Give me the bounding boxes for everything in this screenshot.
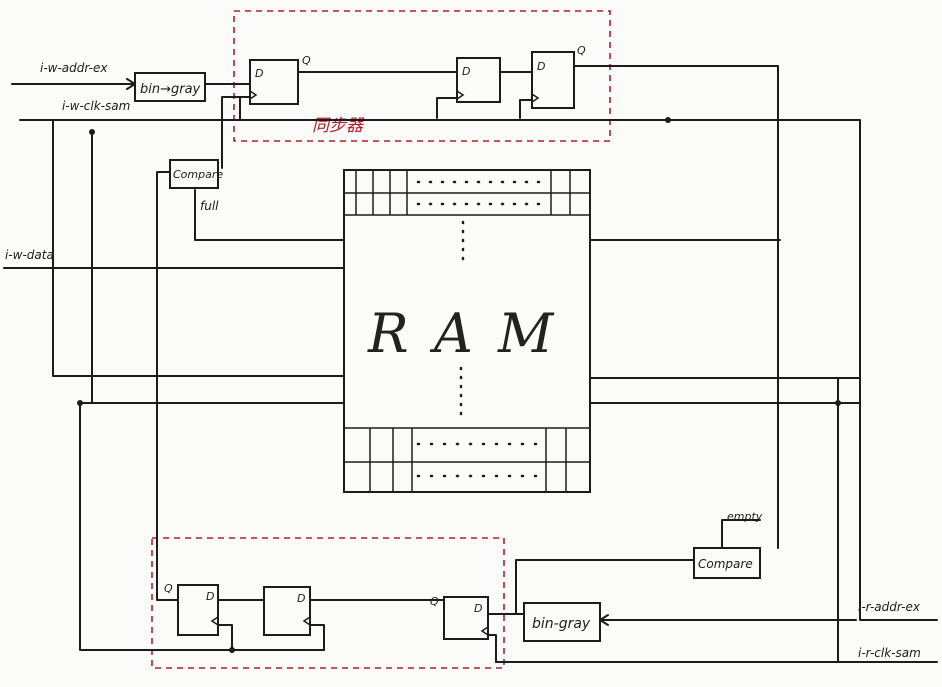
svg-text:D: D	[206, 590, 214, 603]
w-addr-label: i-w-addr-ex	[40, 61, 108, 75]
empty-flag: empty	[727, 510, 763, 523]
w-clk-label: i-w-clk-sam	[62, 99, 130, 113]
svg-text:D: D	[537, 60, 545, 73]
compare-bottom-block: Compare	[693, 547, 761, 579]
bottom-synchronizer-box	[151, 537, 505, 669]
bin-gray-top-block: bin→gray	[134, 72, 206, 102]
svg-text:Compare: Compare	[173, 168, 223, 181]
bottom-ff-3: D Q	[430, 595, 489, 640]
r-addr-label: i-r-addr-ex	[858, 600, 921, 614]
bottom-ff-2: D	[263, 586, 311, 636]
top-ff-3: D Q	[531, 44, 586, 109]
bin-gray-bottom-block: bin-gray	[523, 602, 601, 642]
svg-text:Q: Q	[302, 54, 311, 67]
bottom-ff-1: D Q	[164, 582, 219, 636]
svg-text:bin-gray: bin-gray	[532, 616, 591, 632]
ram-block: R A M	[343, 169, 591, 493]
svg-text:Q: Q	[430, 595, 439, 608]
svg-text:Compare: Compare	[698, 557, 753, 571]
svg-text:D: D	[297, 592, 305, 605]
r-clk-label: i-r-clk-sam	[858, 646, 921, 660]
top-synchronizer-box	[233, 10, 611, 142]
top-ff-1: D Q	[249, 54, 311, 105]
svg-text:Q: Q	[577, 44, 586, 57]
svg-text:D: D	[255, 67, 263, 80]
svg-text:D: D	[462, 65, 470, 78]
full-flag: full	[200, 199, 219, 213]
svg-text:D: D	[474, 602, 482, 615]
w-data-label: i-w-data	[5, 248, 54, 262]
svg-text:bin→gray: bin→gray	[140, 82, 201, 97]
ram-label: R A M	[367, 302, 557, 365]
compare-top-block: Compare	[169, 159, 223, 189]
svg-text:Q: Q	[164, 582, 173, 595]
top-ff-2: D	[456, 57, 501, 103]
